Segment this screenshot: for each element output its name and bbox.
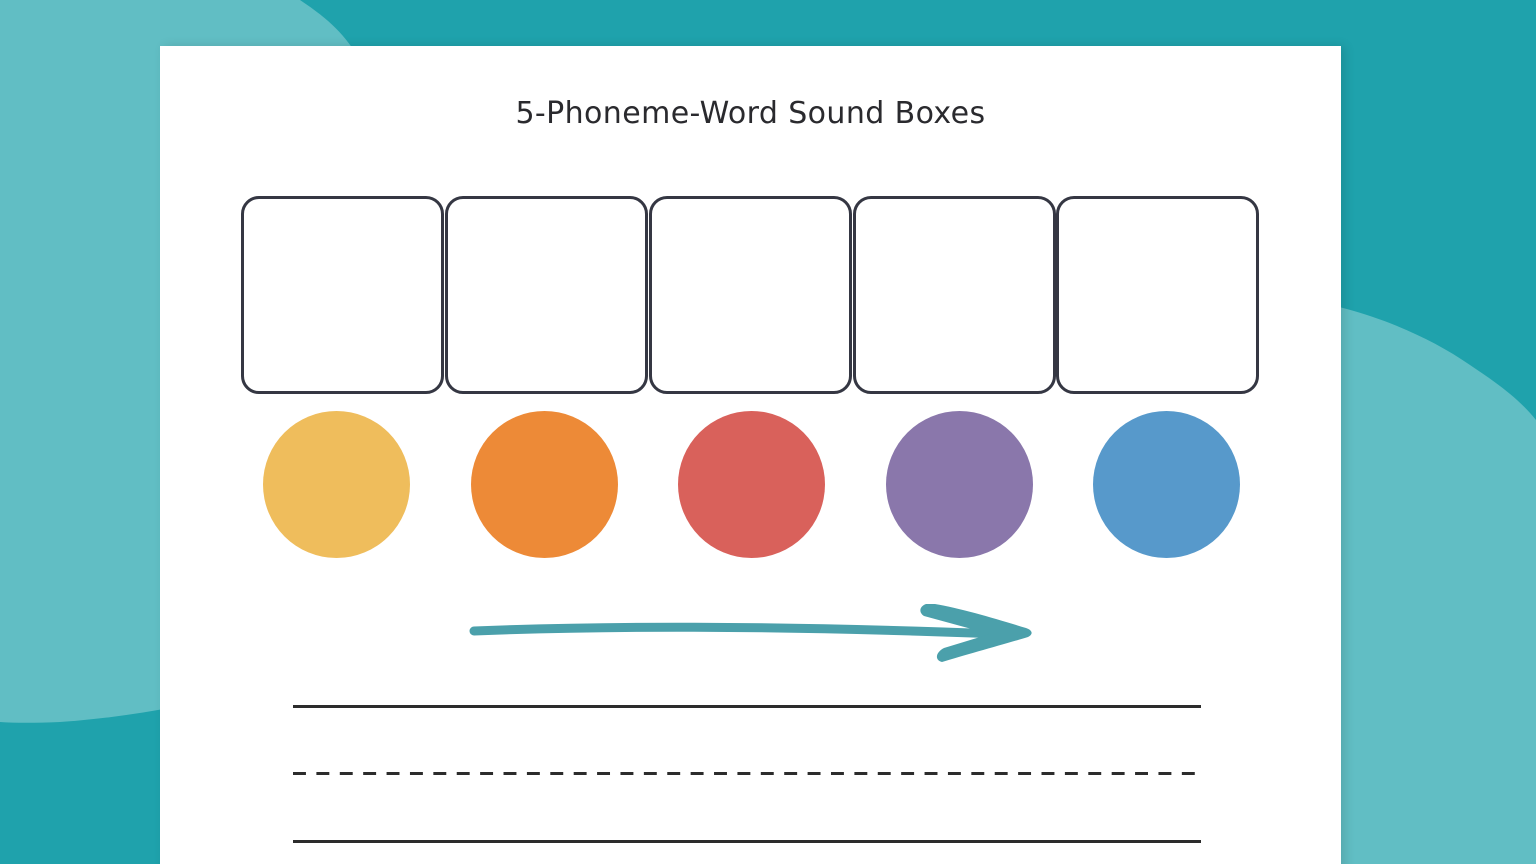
counter-circle-orange [471,411,618,558]
background-blob-right [1300,300,1536,864]
sound-box-2 [445,196,648,394]
right-arrow-icon [469,604,1032,662]
sound-box-4 [853,196,1056,394]
counter-circle-blue [1093,411,1240,558]
writing-line-bottom [293,840,1201,843]
writing-line-middle-dashed [293,772,1201,775]
sound-box-3 [649,196,852,394]
worksheet-title: 5-Phoneme-Word Sound Boxes [515,96,986,131]
counter-circle-red [678,411,825,558]
sound-box-5 [1056,196,1259,394]
counter-circle-purple [886,411,1033,558]
counter-circle-yellow [263,411,410,558]
writing-line-top [293,705,1201,708]
sound-box-1 [241,196,444,394]
